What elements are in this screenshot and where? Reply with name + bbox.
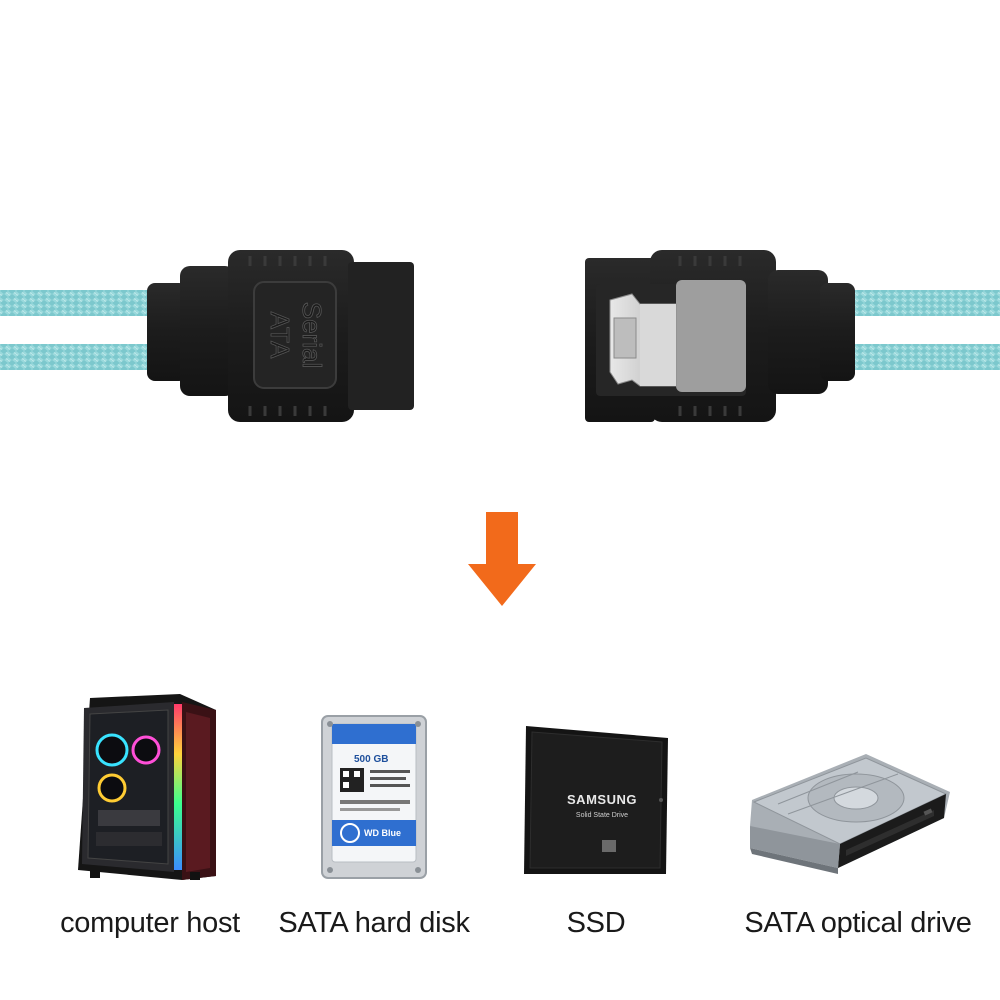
hdd-brand: WD Blue	[364, 828, 401, 838]
ssd-brand: SAMSUNG	[567, 792, 637, 807]
device-label-ssd: SSD	[566, 907, 626, 939]
hard-disk-icon: 500 GB WD Blue	[321, 715, 427, 879]
hdd-capacity: 500 GB	[354, 754, 388, 765]
device-label-computer-host: computer host	[60, 907, 240, 939]
pc-case-icon	[78, 694, 216, 880]
device-label-sata-optical-drive: SATA optical drive	[744, 907, 972, 939]
device-label-sata-hard-disk: SATA hard disk	[278, 907, 470, 939]
sata-cable-illustration: Serial ATA	[0, 250, 1000, 422]
plug-text-ata: ATA	[265, 312, 295, 359]
arrow-down-icon	[468, 512, 536, 606]
right-cable	[845, 290, 1000, 370]
left-cable	[0, 290, 160, 370]
ssd-subtitle: Solid State Drive	[576, 812, 628, 819]
plug-text-serial: Serial	[297, 302, 327, 368]
right-sata-plug-with-latch	[585, 250, 855, 422]
left-sata-plug: Serial ATA	[147, 250, 414, 422]
optical-drive-icon	[750, 754, 950, 874]
ssd-icon: SAMSUNG Solid State Drive	[524, 726, 668, 874]
